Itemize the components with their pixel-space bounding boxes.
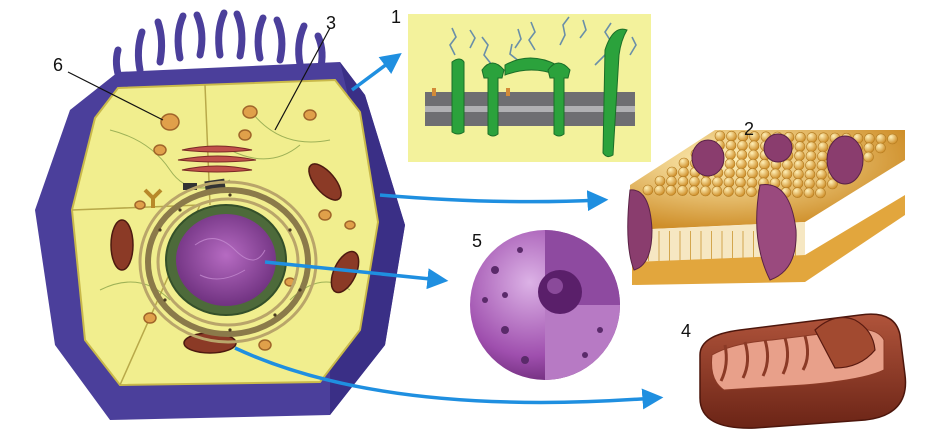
arrow-to-4 [234,346,664,410]
lipid-head [804,169,816,180]
arrow-to-1 [350,52,402,92]
lipid-head [792,178,804,189]
lipid-head [736,158,747,170]
lipid-head [817,141,829,153]
label-1: 1 [391,7,402,27]
lipid-head [665,185,677,196]
mitochondrion [699,313,907,429]
lipid-head [770,168,781,180]
lipid-head [666,175,677,187]
lipid-head [793,159,805,171]
lipid-head [737,140,748,151]
lipid-head [735,177,746,188]
lipid-head [678,157,690,169]
arrows [234,52,664,410]
lipid-head [724,167,735,179]
cell-nucleus [176,214,276,306]
lipid-head [795,132,806,143]
lipid-head [642,184,654,196]
animal-cell [35,9,405,420]
lipid-head [748,149,759,161]
lipid-head [746,186,757,198]
lipid-head [806,141,817,153]
lipid-head [816,169,827,180]
lipid-head [735,167,747,179]
lipid-head [827,178,838,190]
lipid-head [864,133,875,144]
leader-lines [67,27,331,131]
lipid-head [747,158,759,170]
lipid-head [794,141,806,152]
lipid-head [759,159,770,170]
lipid-head [758,168,770,179]
lipid-head [818,132,829,144]
centriole [183,183,197,190]
lipid-head [712,176,723,188]
lipid-head [817,150,828,162]
lipid-head [678,166,689,178]
lipid-head [805,150,817,162]
lipid-head [793,168,804,180]
lipid-head [875,142,886,154]
lipid-head [794,150,805,162]
lipid-head [815,187,826,199]
lipid-head [654,175,666,187]
label-6: 6 [53,55,64,75]
lipid-head [806,132,818,143]
membrane-proteins-panel [408,14,651,162]
lipid-head [689,176,700,187]
lipid-head [863,142,875,154]
lipid-head [688,185,700,197]
lipid-head [781,177,792,189]
label-4: 4 [681,321,692,341]
lipid-head [782,159,793,171]
lipid-head [725,140,737,151]
lipid-head [677,176,689,187]
lipid-head [723,176,735,188]
golgi-apparatus [177,145,257,173]
lipid-head [781,168,793,180]
lipid-head [725,149,736,160]
lipid-head [723,186,734,197]
lipid-head [887,133,898,145]
label-3: 3 [326,13,337,33]
lipid-head [803,187,815,199]
lipid-head [726,130,737,142]
endoplasmic-reticulum [145,187,311,337]
cell-mitochondria [110,163,360,354]
lipid-head [875,133,887,145]
lipid-head [714,130,726,142]
lipid-head [792,187,803,198]
lipid-head [736,149,748,161]
lipid-head [734,186,746,197]
lipid-head [700,185,711,197]
lipid-head [677,185,688,196]
arrow-to-2 [379,190,609,212]
lipid-head [700,176,712,188]
lipid-head [711,185,723,197]
lipid-bilayer [627,130,905,285]
arrow-to-5 [264,260,449,290]
nucleus-cutaway [470,230,620,380]
lipid-head [747,168,758,179]
lipid-head [805,159,816,171]
label-2: 2 [744,119,755,139]
lipid-head [816,160,828,171]
label-5: 5 [472,231,483,251]
lipid-head [654,184,665,196]
lipid-head [748,140,760,152]
lipid-head [666,166,678,178]
lipid-head [863,151,874,163]
lipid-head [746,177,758,188]
lipid-head [815,178,827,190]
lipid-head [804,178,815,189]
lipid-head [724,158,736,170]
